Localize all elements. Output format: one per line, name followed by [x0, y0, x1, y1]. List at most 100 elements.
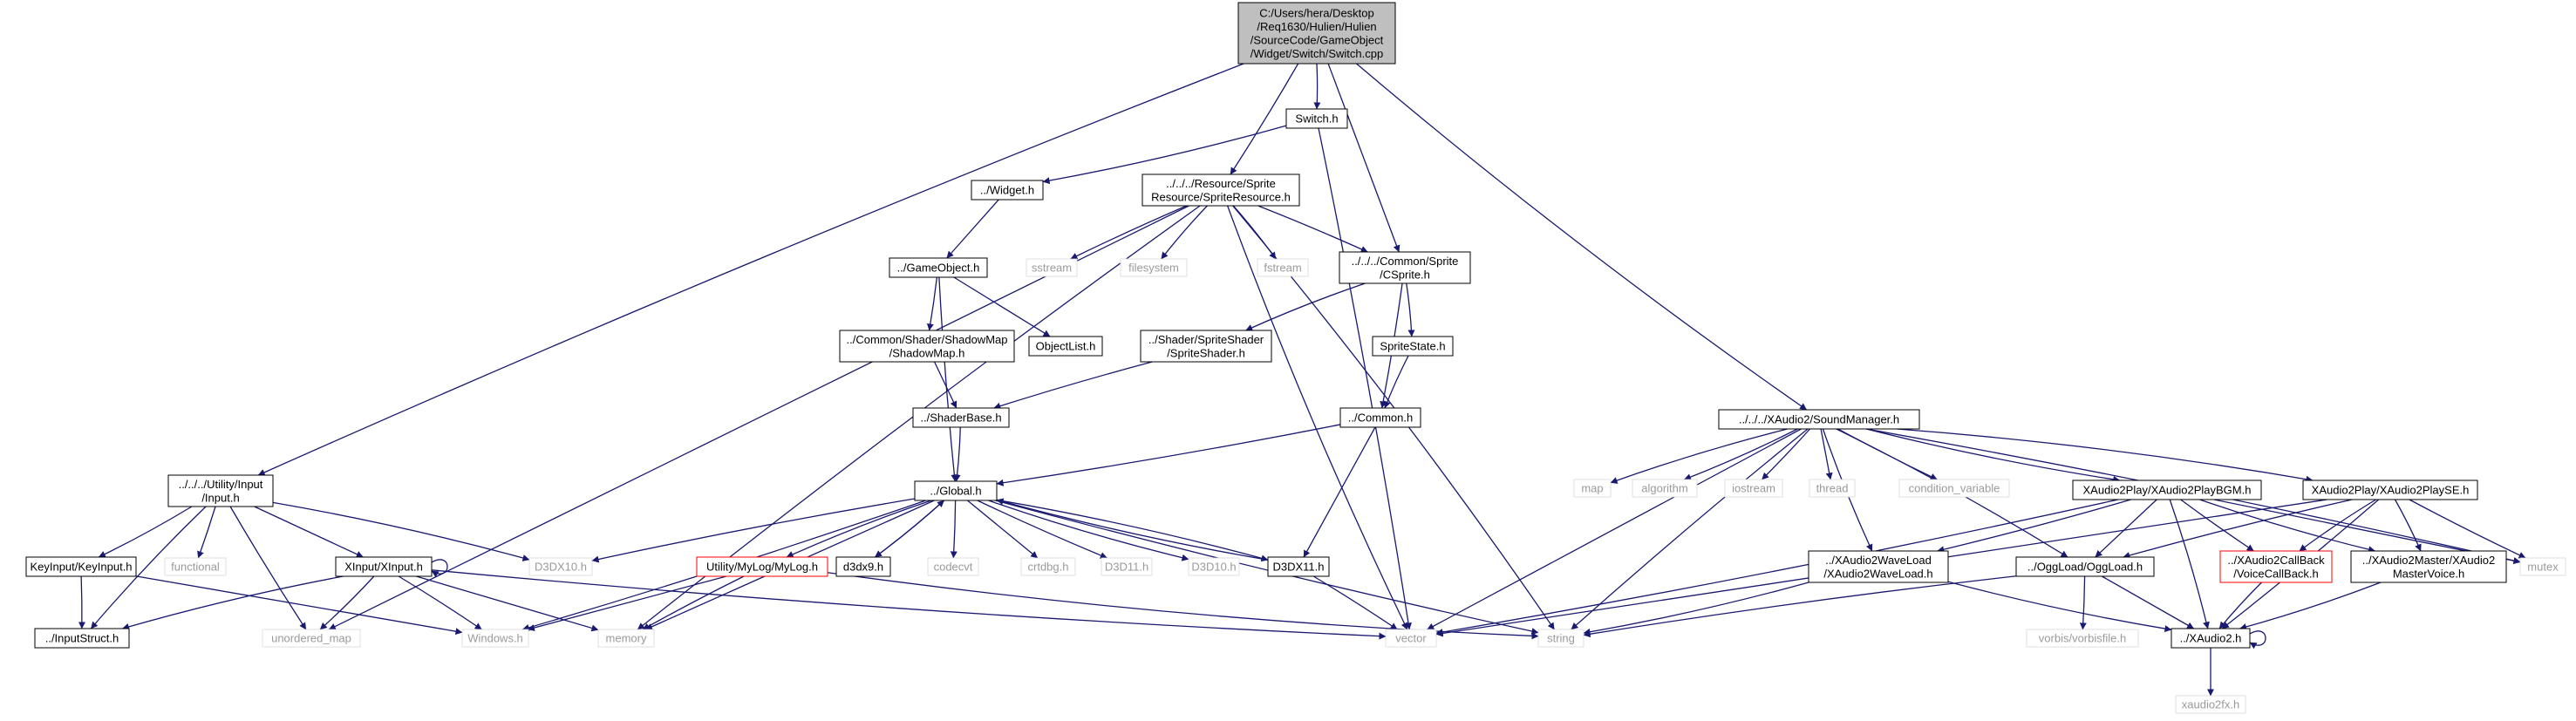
edge-soundmanager_h-to-map: [1610, 428, 1788, 484]
node-box: [2519, 557, 2566, 576]
node-box: [2219, 550, 2333, 583]
node-box: [1140, 330, 1272, 363]
node-box: [1372, 336, 1454, 357]
node-box: [1028, 336, 1103, 357]
node-gameobject-h[interactable]: ../GameObject.h: [889, 257, 988, 278]
node-xinput-h[interactable]: XInput/XInput.h: [335, 556, 433, 577]
node-label: condition_variable: [1909, 482, 2000, 495]
node-box: [34, 628, 130, 649]
node-sstream: sstream: [1026, 258, 1078, 277]
node-root[interactable]: C:/Users/hera/Desktop/Req1630/Hulien/Hul…: [1237, 2, 1396, 65]
node-label: D3DX11.h: [1272, 561, 1324, 574]
node-box: [335, 556, 433, 577]
node-objectlist-h[interactable]: ObjectList.h: [1028, 336, 1103, 357]
node-playbgm-h[interactable]: XAudio2Play/XAudio2PlayBGM.h: [2072, 480, 2262, 500]
node-box: [597, 629, 655, 648]
node-label: D3DX10.h: [535, 561, 587, 574]
node-label: crtdbg.h: [1028, 561, 1069, 574]
node-box: [1026, 258, 1078, 277]
node-label: KeyInput/KeyInput.h: [30, 561, 132, 574]
edge-gameobject_h-to-global_h: [938, 276, 958, 482]
node-shadowmap-h[interactable]: ../Common/Shader/ShadowMap/ShadowMap.h: [839, 330, 1015, 363]
node-shaderbase-h[interactable]: ../ShaderBase.h: [912, 407, 1010, 428]
edge-playse_h-to-mastervoice_h: [2394, 499, 2422, 552]
node-vector: vector: [1385, 629, 1437, 648]
node-box: [2171, 628, 2251, 649]
node-box: [1537, 629, 1584, 648]
edge-sprite_res-to-csprite_h: [1257, 205, 1368, 253]
node-oggload-h[interactable]: ../OggLoad/OggLoad.h: [2015, 556, 2155, 577]
edge-spritestate_h-to-common_h: [1384, 355, 1409, 409]
node-d3dx9-h[interactable]: d3dx9.h: [835, 556, 891, 577]
edge-soundmanager_h-to-vector: [1427, 428, 1802, 630]
node-d3d10-h: D3D10.h: [1188, 557, 1240, 576]
node-label: unordered_map: [271, 632, 351, 645]
edge-waveload_h-to-string: [1583, 582, 1809, 636]
node-box: [461, 629, 529, 648]
node-global-h[interactable]: ../Global.h: [914, 480, 998, 501]
node-waveload-h[interactable]: ../XAudio2WaveLoad/XAudio2WaveLoad.h: [1808, 550, 1949, 583]
node-switch-h[interactable]: Switch.h: [1285, 108, 1348, 129]
edge-mastervoice_h-to-xaudio2_h: [2239, 582, 2382, 630]
node-label: ../Global.h: [930, 485, 981, 498]
node-label: ../XAudio2.h: [2180, 632, 2242, 645]
node-keyinput-h[interactable]: KeyInput/KeyInput.h: [25, 556, 137, 577]
edge-soundmanager_h-to-playbgm_h: [1866, 428, 2121, 483]
node-box: [25, 556, 137, 577]
node-box: [262, 629, 361, 648]
node-label: mutex: [2527, 561, 2559, 574]
edge-shadowmap_h-to-shaderbase_h: [933, 361, 957, 409]
node-box: [1285, 108, 1348, 129]
node-box: [1237, 2, 1396, 65]
edge-global_h-to-d3d11_h: [977, 500, 1107, 559]
edge-common_h-to-d3dx11_h: [1303, 426, 1376, 558]
node-mylog-h[interactable]: Utility/MyLog/MyLog.h: [696, 556, 828, 577]
node-label: ObjectList.h: [1036, 340, 1096, 353]
edge-global_h-to-crtdbg_h: [966, 500, 1039, 559]
node-box: [1101, 557, 1153, 576]
edge-d3dx9_h-to-global_h: [875, 500, 945, 558]
node-label: thread: [1816, 482, 1849, 495]
node-label: vector: [1395, 632, 1427, 645]
node-label: iostream: [1732, 482, 1775, 495]
edge-widget_h-to-gameobject_h: [946, 199, 999, 259]
node-label: ../Widget.h: [980, 184, 1034, 197]
node-label: string: [1547, 632, 1575, 645]
node-box: [2350, 550, 2507, 583]
edge-xinput_h-to-windows_h: [398, 575, 482, 630]
node-d3dx11-h[interactable]: D3DX11.h: [1267, 556, 1330, 577]
node-voicecallback-h[interactable]: ../XAudio2CallBack/VoiceCallBack.h: [2219, 550, 2333, 583]
node-d3dx10-h: D3DX10.h: [528, 557, 593, 576]
edge-keyinput_h-to-inputstruct_h: [78, 575, 85, 629]
edge-root-to-sprite_res: [1230, 63, 1299, 175]
node-inputstruct-h[interactable]: ../InputStruct.h: [34, 628, 130, 649]
node-csprite-h[interactable]: ../../../Common/Sprite/CSprite.h: [1339, 251, 1471, 284]
node-label: xaudio2fx.h: [2182, 698, 2240, 711]
node-xaudio2-h[interactable]: ../XAudio2.h: [2171, 628, 2251, 649]
node-label: D3D10.h: [1191, 561, 1236, 574]
edge-switch_h-to-vector: [1318, 127, 1412, 630]
node-box: [1339, 251, 1471, 284]
node-spritestate-h[interactable]: SpriteState.h: [1372, 336, 1454, 357]
node-utility-input[interactable]: ../../../Utility/Input/Input.h: [167, 474, 274, 507]
edge-playbgm_h-to-waveload_h: [1937, 499, 2131, 554]
node-soundmanager-h[interactable]: ../../../XAudio2/SoundManager.h: [1718, 409, 1920, 430]
edge-utility_input-to-d3dx10_h: [272, 501, 530, 561]
node-label: filesystem: [1128, 262, 1179, 275]
node-algorithm: algorithm: [1632, 479, 1698, 498]
edge-keyinput_h-to-windows_h: [135, 575, 463, 636]
node-label: ../Shader/SpriteShader/SpriteShader.h: [1148, 333, 1264, 360]
node-common-h[interactable]: ../Common.h: [1339, 407, 1421, 428]
edge-mylog_h-to-memory: [642, 575, 745, 630]
node-label: C:/Users/hera/Desktop/Req1630/Hulien/Hul…: [1251, 6, 1384, 60]
node-box: [1385, 629, 1437, 648]
edge-soundmanager_h-to-thread: [1820, 428, 1833, 480]
node-spriteshader-h[interactable]: ../Shader/SpriteShader/SpriteShader.h: [1140, 330, 1272, 363]
edge-xinput_h-to-memory: [416, 575, 599, 632]
node-label: ../ShaderBase.h: [920, 412, 1001, 425]
node-widget-h[interactable]: ../Widget.h: [971, 180, 1044, 201]
node-playse-h[interactable]: XAudio2Play/XAudio2PlaySE.h: [2302, 480, 2478, 500]
node-label: ../../../Common/Sprite/CSprite.h: [1352, 255, 1459, 282]
